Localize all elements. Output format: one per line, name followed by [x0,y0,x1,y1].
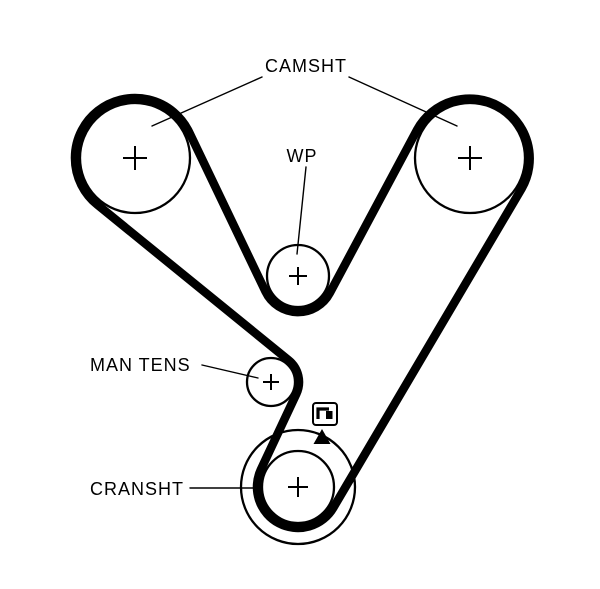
plus-icon [289,267,307,285]
tension-tool-icon [312,402,338,426]
tension-tool-icon-block [326,411,333,419]
plus-icon [123,146,147,170]
water-pump-leader [296,166,307,255]
tension-tool-icon-clamp [316,407,329,419]
manual-tensioner-label: MAN TENS [90,355,191,375]
tension-tool-icon-frame [312,402,338,426]
plus-icon [458,146,482,170]
right-camshaft-pulley [413,101,527,215]
plus-icon [288,477,308,497]
crankshaft-label: CRANSHT [90,479,184,499]
timing-belt [70,93,534,533]
left-camshaft-pulley [78,101,192,215]
plus-icon [263,374,279,390]
camshaft-label: CAMSHT [265,56,347,76]
camshaft-leader-right [348,76,458,127]
rotation-arrow-icon [313,429,331,444]
crankshaft-sprocket-inner [260,449,336,525]
crankshaft-pulley-outer [239,428,357,546]
camshaft-leader-left [151,76,263,127]
manual-tensioner-leader [201,364,259,379]
water-pump-label: WP [287,146,318,166]
